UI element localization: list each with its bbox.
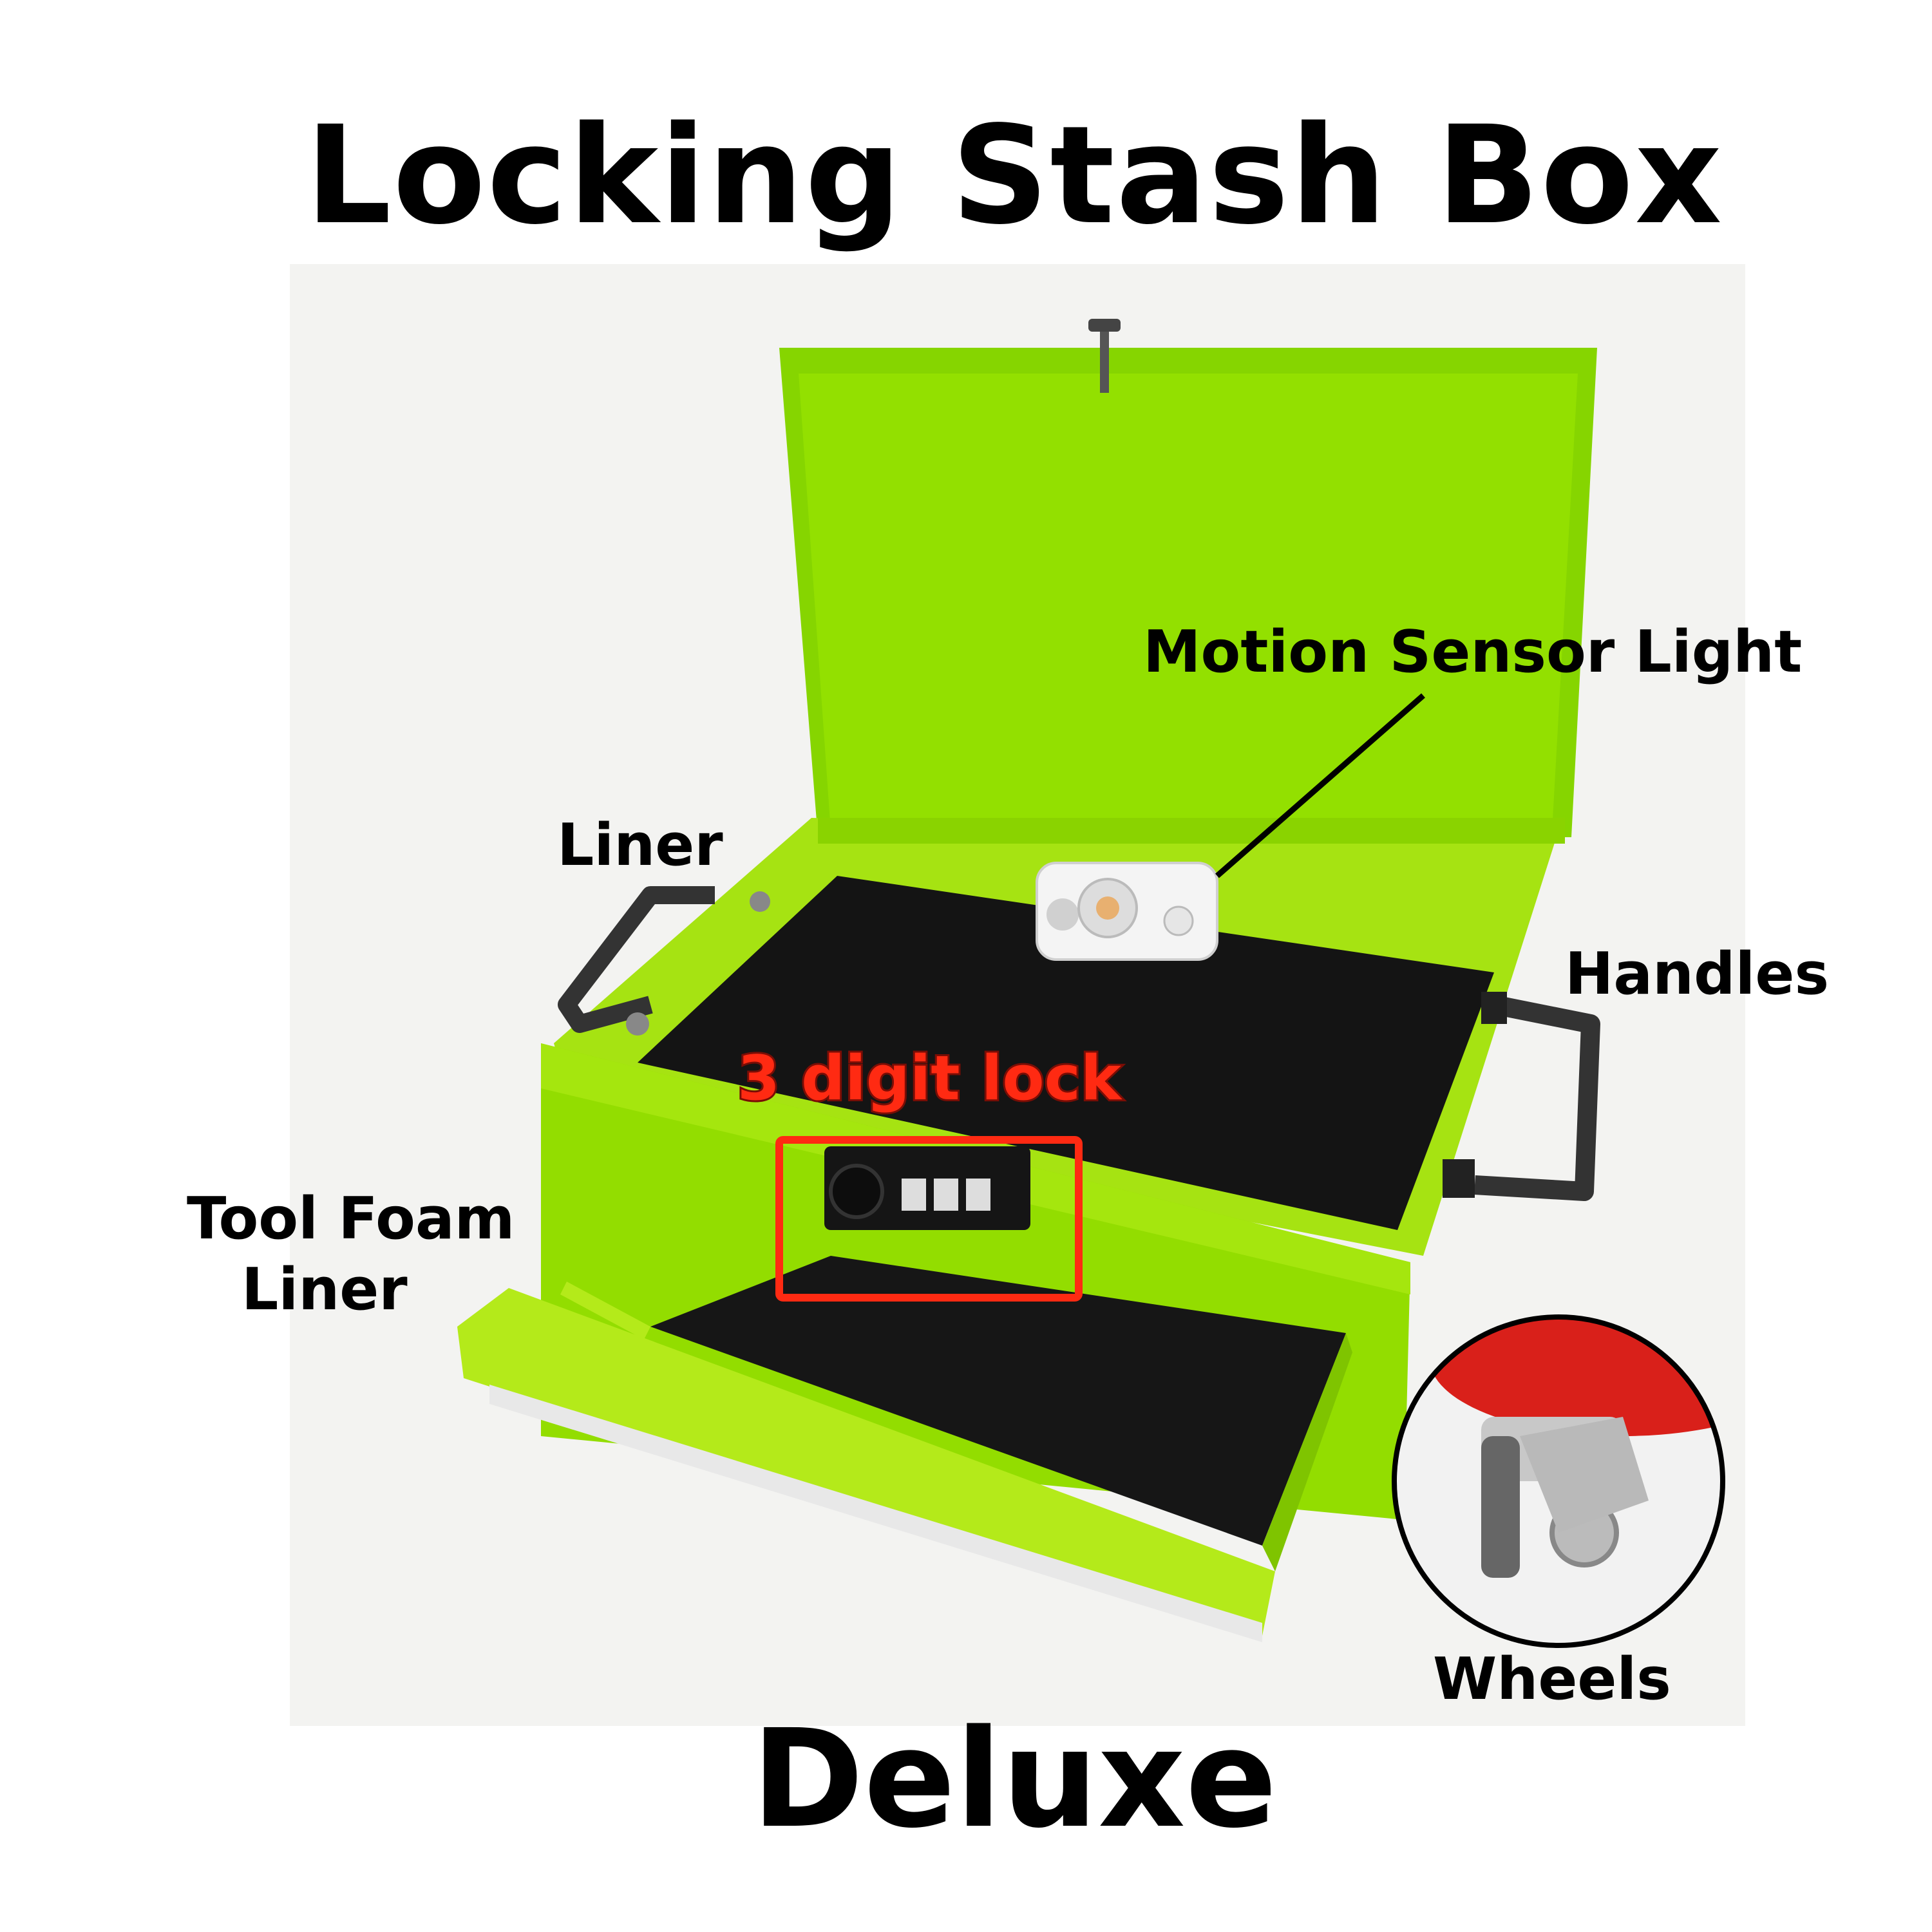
handles-label: Handles <box>1565 940 1830 1008</box>
hinge-strip <box>818 818 1565 844</box>
wheel-inset-photo <box>1394 1317 1723 1645</box>
drawer-liner <box>650 1256 1346 1546</box>
wheels-label: Wheels <box>1433 1645 1671 1713</box>
rivet <box>750 891 770 912</box>
top-liner <box>638 876 1494 1230</box>
liner-label: Liner <box>557 811 723 879</box>
right-handle <box>1474 995 1600 1201</box>
motion-sensor-light-label: Motion Sensor Light <box>1143 618 1803 686</box>
drawer-front <box>457 1288 1275 1636</box>
lock-label: 3 digit lock <box>735 1041 1123 1116</box>
left-handle <box>558 886 715 1033</box>
lock-highlight-box <box>775 1136 1083 1302</box>
lock-digit <box>902 1179 926 1211</box>
product-subtitle: Deluxe <box>751 1700 1278 1858</box>
rivet <box>626 1012 649 1036</box>
drawer-left-wall <box>560 1282 650 1340</box>
lid-inner <box>799 374 1578 831</box>
lock-digit <box>934 1179 958 1211</box>
tool-foam-liner-label-line2: Liner <box>242 1256 408 1323</box>
drawer-handle-strip <box>489 1385 1262 1642</box>
product-title: Locking Stash Box <box>305 97 1723 254</box>
lid-screw <box>1100 322 1109 393</box>
lock-knob <box>829 1164 884 1219</box>
tool-foam-liner-label-line1: Tool Foam <box>187 1185 515 1253</box>
motion-sensor-pointer <box>1215 693 1425 878</box>
wheel-inset-border <box>1392 1314 1725 1648</box>
drawer-right-wall <box>1262 1333 1352 1571</box>
lock-digit <box>966 1179 990 1211</box>
